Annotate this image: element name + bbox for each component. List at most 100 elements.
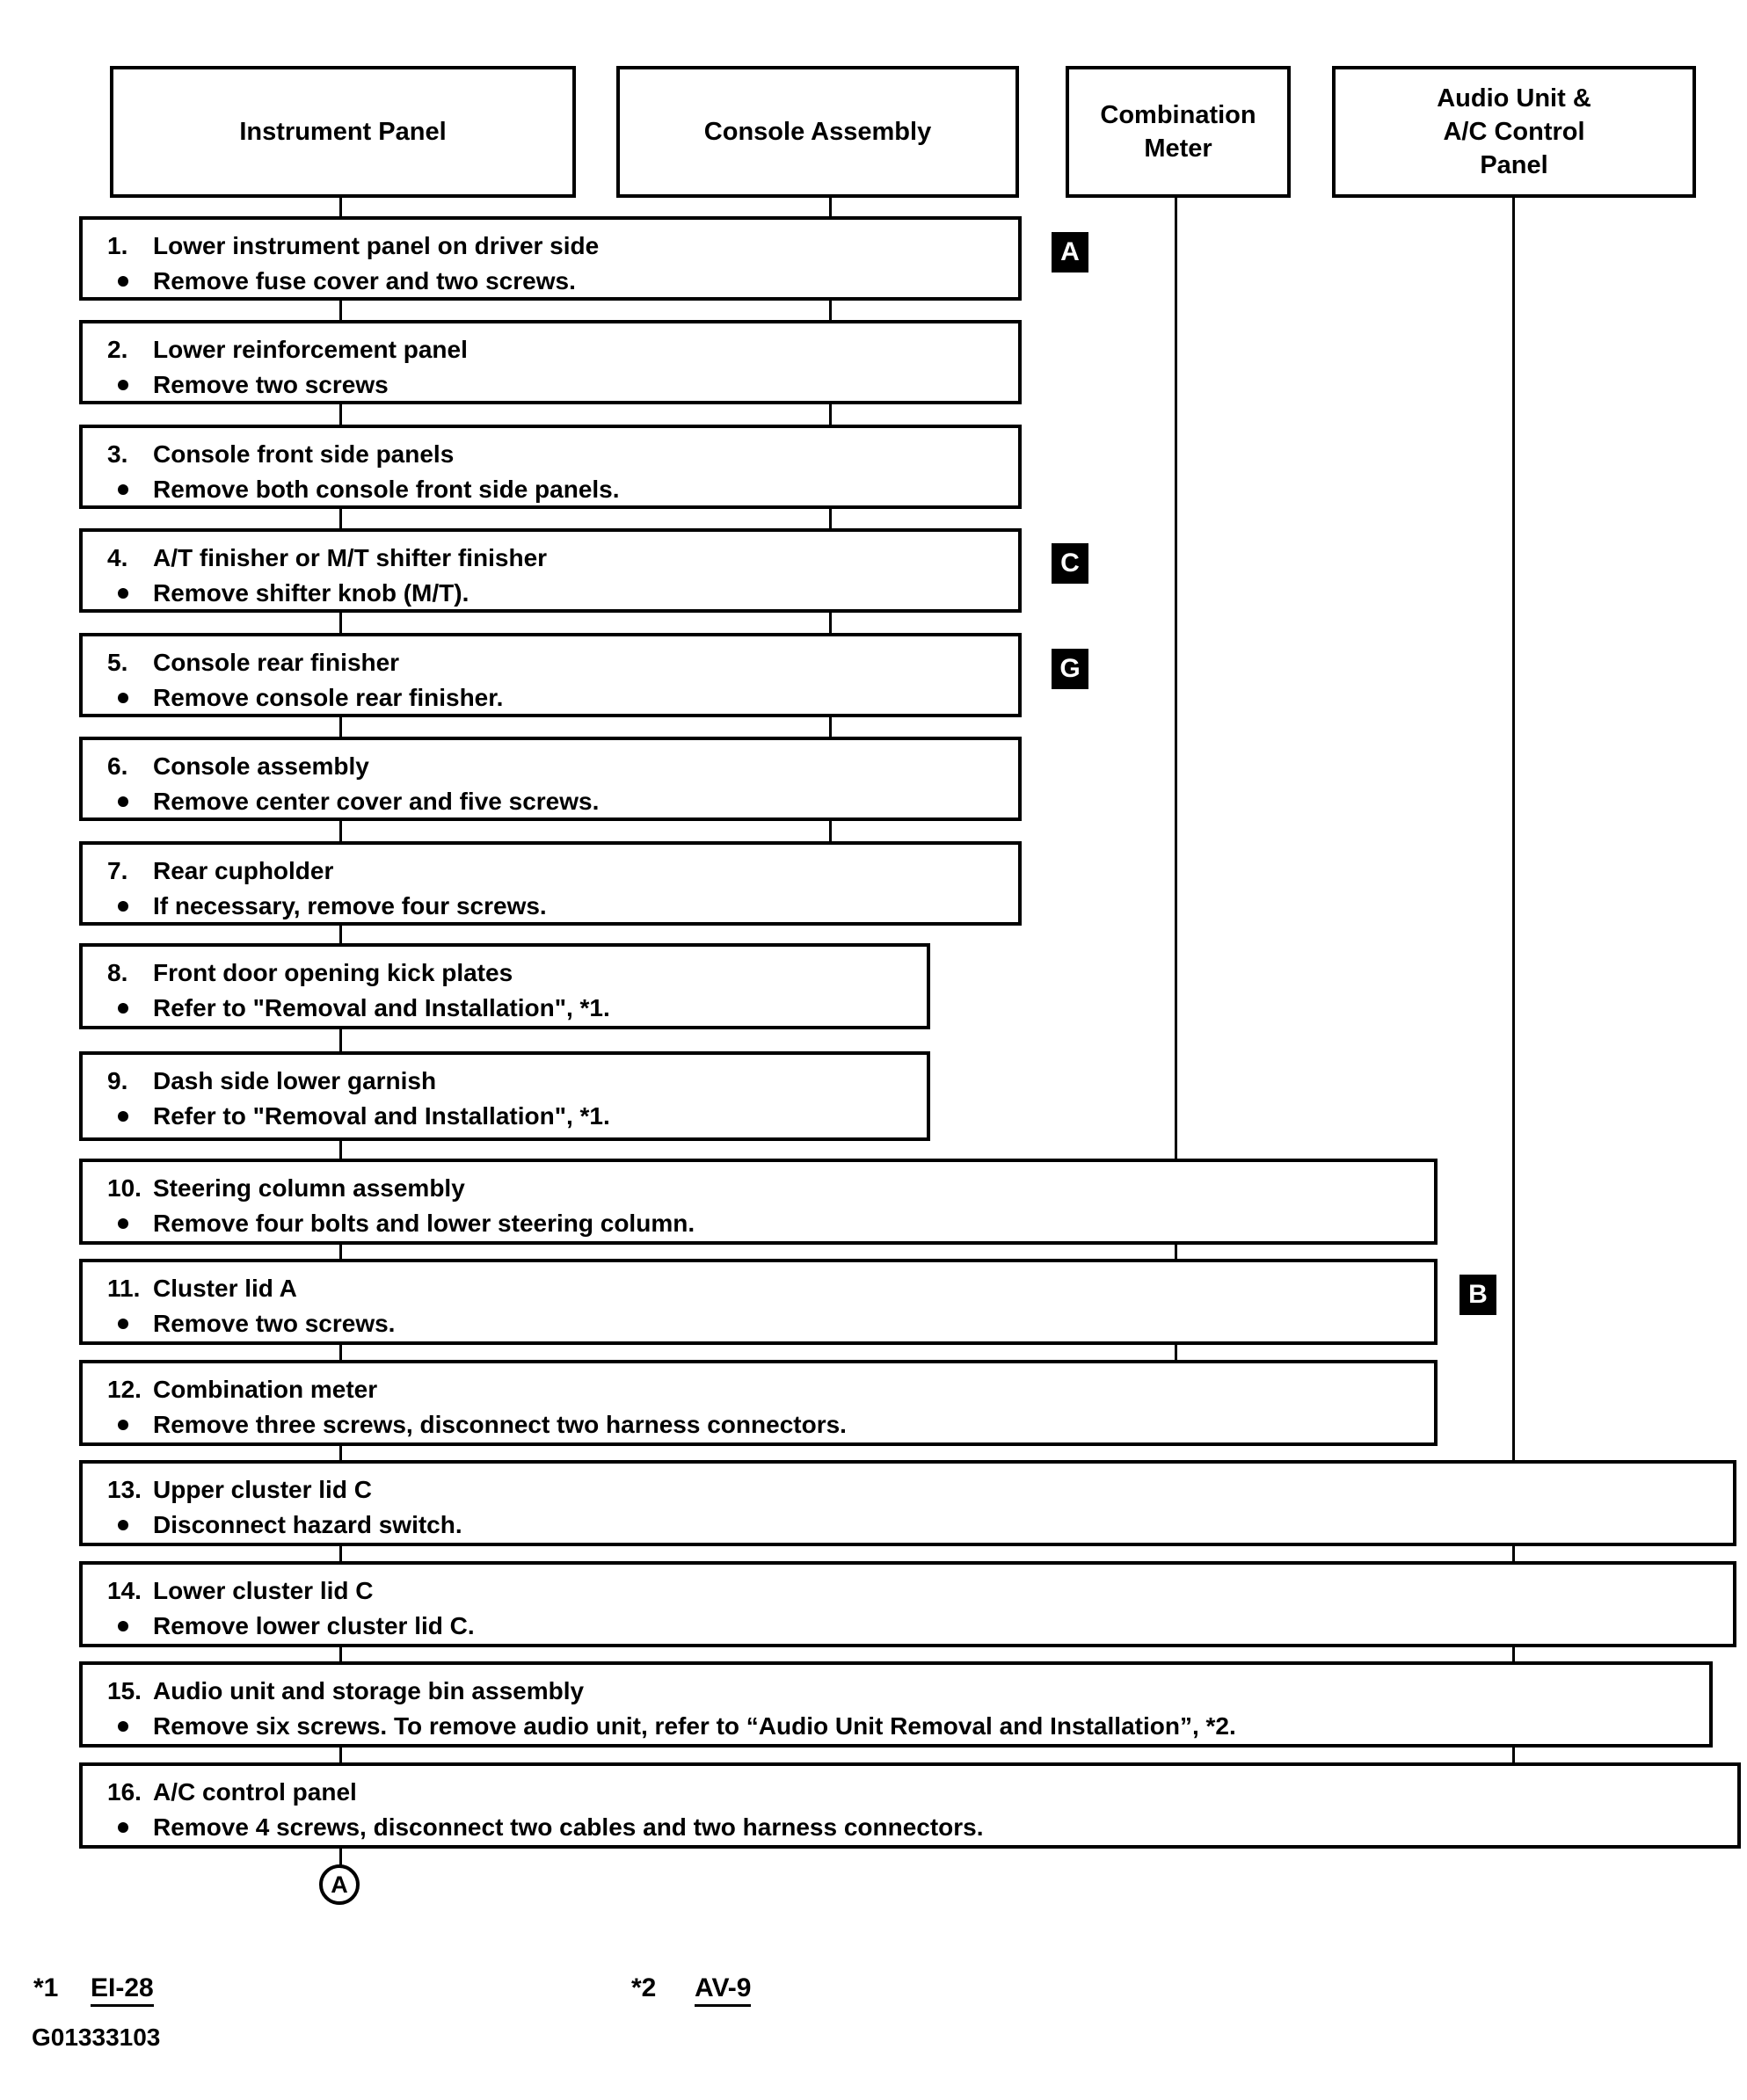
badge-c: C bbox=[1052, 543, 1088, 584]
header-box-instrument-panel: Instrument Panel bbox=[110, 66, 576, 198]
step-detail: Remove center cover and five screws. bbox=[153, 788, 600, 815]
header-box-combination-meter: Combination Meter bbox=[1066, 66, 1291, 198]
step-title: Audio unit and storage bin assembly bbox=[153, 1677, 585, 1704]
step-box-1: 1.Lower instrument panel on driver side … bbox=[79, 216, 1022, 301]
bullet-icon bbox=[107, 1609, 153, 1644]
bullet-icon bbox=[107, 1206, 153, 1241]
step-detail: Remove 4 screws, disconnect two cables a… bbox=[153, 1813, 984, 1841]
step-box-9: 9. Dash side lower garnish Refer to "Remo… bbox=[79, 1051, 930, 1141]
step-title: Rear cupholder bbox=[153, 857, 334, 884]
step-detail: Disconnect hazard switch. bbox=[153, 1511, 462, 1538]
header-label: Audio Unit & A/C Control Panel bbox=[1437, 84, 1591, 179]
header-label: Instrument Panel bbox=[239, 118, 447, 146]
step-title: Console front side panels bbox=[153, 440, 455, 468]
step-number: 13. bbox=[107, 1476, 142, 1503]
header-box-audio-unit-ac-control: Audio Unit & A/C Control Panel bbox=[1332, 66, 1696, 198]
step-detail: Refer to "Removal and Installation", *1. bbox=[153, 994, 610, 1021]
bullet-icon bbox=[107, 889, 153, 924]
bullet-icon bbox=[107, 264, 153, 299]
footnote-row: *1 EI-28 *2 AV-9 bbox=[0, 1973, 1747, 2012]
step-title: Lower instrument panel on driver side bbox=[153, 232, 600, 259]
step-number: 16. bbox=[107, 1778, 142, 1806]
step-detail: Remove six screws. To remove audio unit,… bbox=[153, 1712, 1236, 1740]
badge-g: G bbox=[1052, 649, 1088, 689]
step-box-10: 10. Steering column assembly Remove four … bbox=[79, 1159, 1438, 1245]
step-title: Front door opening kick plates bbox=[153, 959, 513, 986]
step-detail: Remove both console front side panels. bbox=[153, 476, 620, 503]
step-title: Upper cluster lid C bbox=[153, 1476, 372, 1503]
step-detail: Remove four bolts and lower steering col… bbox=[153, 1210, 695, 1237]
bullet-icon bbox=[107, 576, 153, 611]
step-box-14: 14. Lower cluster lid C Remove lower clus… bbox=[79, 1561, 1736, 1647]
step-detail: Remove three screws, disconnect two harn… bbox=[153, 1411, 847, 1438]
footnote-marker-1: *1 bbox=[33, 1973, 59, 2002]
connector-line-instrument-panel bbox=[339, 198, 342, 1866]
connector-line-console-assembly bbox=[829, 198, 832, 841]
step-title: Steering column assembly bbox=[153, 1174, 465, 1202]
step-title: Cluster lid A bbox=[153, 1275, 297, 1302]
bullet-icon bbox=[107, 1099, 153, 1134]
step-number: 3. bbox=[107, 440, 128, 468]
step-number: 6. bbox=[107, 752, 128, 780]
badge-a: A bbox=[1052, 232, 1088, 272]
bullet-icon bbox=[107, 991, 153, 1026]
step-box-8: 8. Front door opening kick plates Refer t… bbox=[79, 943, 930, 1029]
step-number: 15. bbox=[107, 1677, 142, 1704]
step-detail: If necessary, remove four screws. bbox=[153, 892, 547, 919]
step-title: Console rear finisher bbox=[153, 649, 400, 676]
step-box-16: 16. A/C control panel Remove 4 screws, di… bbox=[79, 1762, 1741, 1849]
footnote-link-ei-28[interactable]: EI-28 bbox=[91, 1973, 154, 2007]
step-detail: Remove console rear finisher. bbox=[153, 684, 504, 711]
step-number: 14. bbox=[107, 1577, 142, 1604]
footnote-link-av-9[interactable]: AV-9 bbox=[695, 1973, 752, 2007]
step-number: 9. bbox=[107, 1067, 128, 1094]
step-title: Lower reinforcement panel bbox=[153, 336, 468, 363]
step-box-13: 13. Upper cluster lid C Disconnect hazard… bbox=[79, 1460, 1736, 1546]
bullet-icon bbox=[107, 1709, 153, 1744]
figure-id: G01333103 bbox=[32, 2024, 161, 2051]
step-title: A/T finisher or M/T shifter finisher bbox=[153, 544, 548, 571]
step-detail: Remove lower cluster lid C. bbox=[153, 1612, 475, 1639]
bullet-icon bbox=[107, 1508, 153, 1543]
bullet-icon bbox=[107, 1407, 153, 1442]
step-title: Console assembly bbox=[153, 752, 369, 780]
badge-b: B bbox=[1459, 1275, 1496, 1315]
step-number: 10. bbox=[107, 1174, 142, 1202]
step-detail: Remove fuse cover and two screws. bbox=[153, 267, 576, 294]
step-box-15: 15. Audio unit and storage bin assembly R… bbox=[79, 1661, 1713, 1748]
bullet-icon bbox=[107, 1306, 153, 1341]
step-number: 4. bbox=[107, 544, 128, 571]
header-label: Console Assembly bbox=[703, 118, 932, 146]
bullet-icon bbox=[107, 784, 153, 819]
step-title: Lower cluster lid C bbox=[153, 1577, 374, 1604]
step-box-6: 6. Console assembly Remove center cover a… bbox=[79, 737, 1022, 821]
step-box-2: 2.Lower reinforcement panel Remove two s… bbox=[79, 320, 1022, 404]
step-title: Dash side lower garnish bbox=[153, 1067, 437, 1094]
step-box-7: 7. Rear cupholder If necessary, remove fo… bbox=[79, 841, 1022, 926]
step-detail: Refer to "Removal and Installation", *1. bbox=[153, 1102, 610, 1130]
step-box-4: 4.A/T finisher or M/T shifter finisher R… bbox=[79, 528, 1022, 613]
step-number: 5. bbox=[107, 649, 128, 676]
connector-line-audio-unit bbox=[1512, 198, 1515, 1762]
connector-circle-a: A bbox=[319, 1864, 360, 1905]
connector-line-combination-meter bbox=[1175, 198, 1177, 1360]
step-box-5: 5. Console rear finisher Remove console r… bbox=[79, 633, 1022, 717]
step-number: 1. bbox=[107, 232, 128, 259]
step-number: 11. bbox=[107, 1275, 141, 1302]
header-label: Combination Meter bbox=[1100, 101, 1256, 163]
step-box-3: 3. Console front side panels Remove both … bbox=[79, 425, 1022, 509]
step-detail: Remove two screws bbox=[153, 371, 389, 398]
step-title: A/C control panel bbox=[153, 1778, 357, 1806]
bullet-icon bbox=[107, 472, 153, 507]
bullet-icon bbox=[107, 1810, 153, 1845]
bullet-icon bbox=[107, 680, 153, 716]
header-box-console-assembly: Console Assembly bbox=[616, 66, 1019, 198]
step-number: 8. bbox=[107, 959, 128, 986]
footnote-marker-2: *2 bbox=[631, 1973, 657, 2002]
step-box-12: 12.Combination meter Remove three screws… bbox=[79, 1360, 1438, 1446]
step-detail: Remove two screws. bbox=[153, 1310, 396, 1337]
step-box-11: 11. Cluster lid A Remove two screws. bbox=[79, 1259, 1438, 1345]
step-title: Combination meter bbox=[153, 1376, 378, 1403]
step-number: 7. bbox=[107, 857, 128, 884]
